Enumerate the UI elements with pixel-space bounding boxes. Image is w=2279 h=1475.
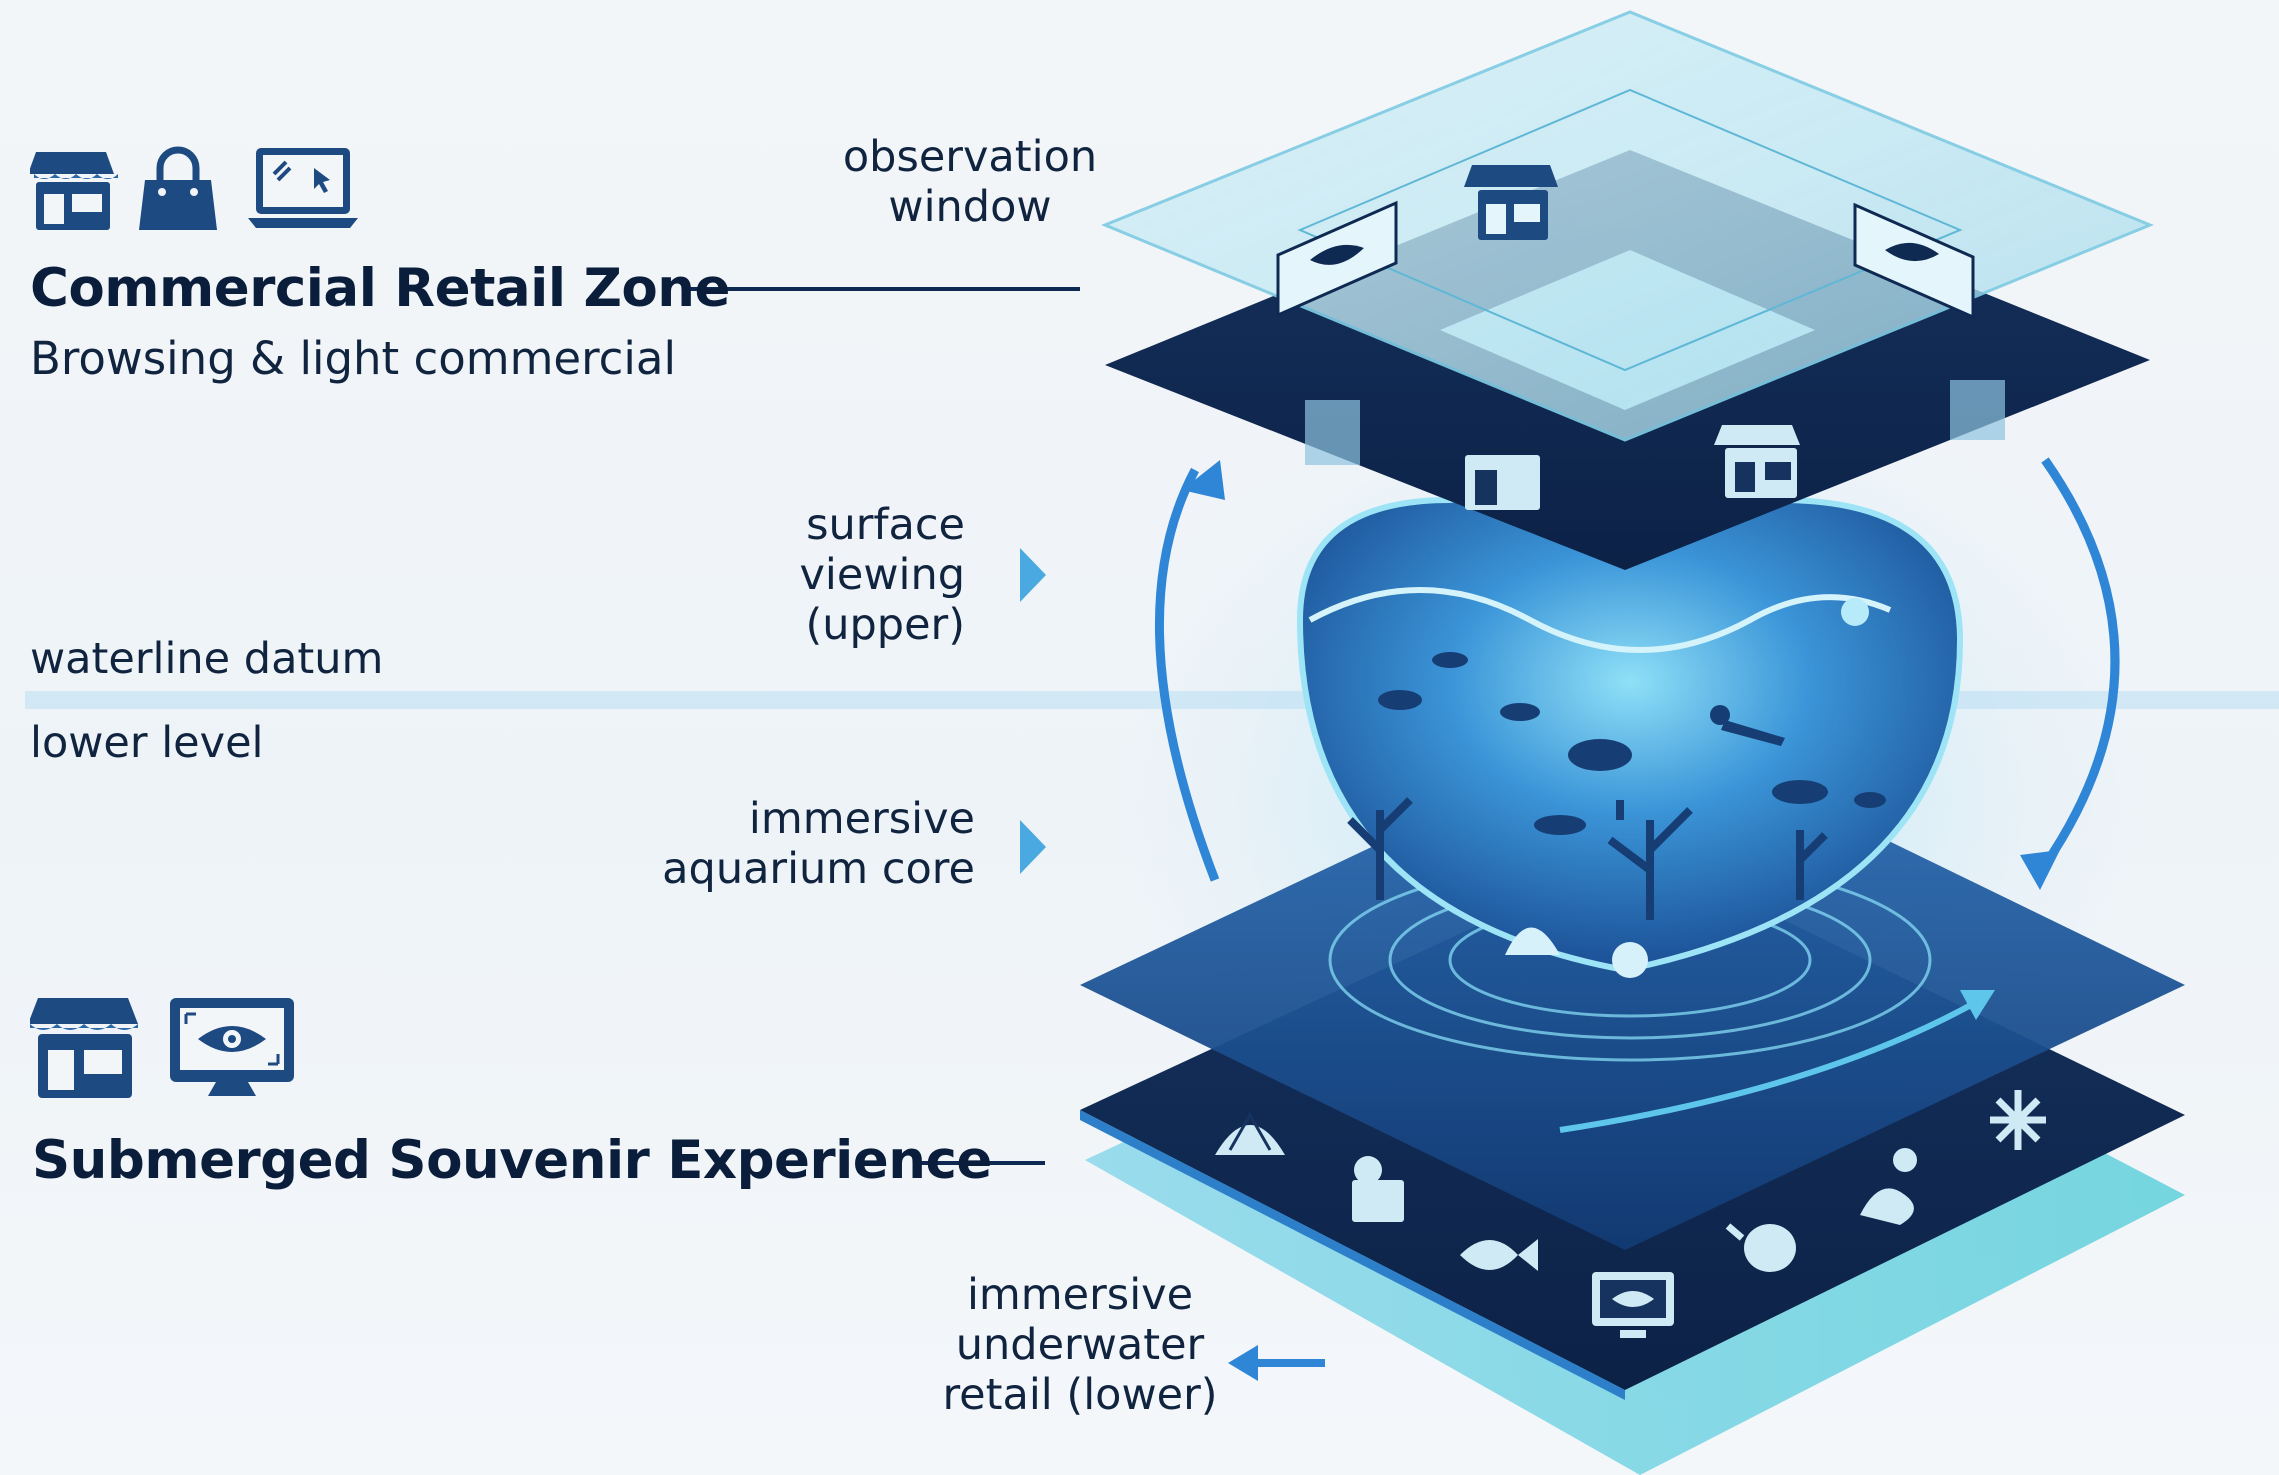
shopping-bag-icon <box>139 146 217 230</box>
aquarium-core-arrow <box>1020 820 1046 874</box>
surface-viewing-label: surface viewing (upper) <box>799 500 965 650</box>
lower-zone-icons <box>28 992 310 1104</box>
upper-zone-title: Commercial Retail Zone <box>30 258 730 319</box>
upper-zone-subtitle: Browsing & light commercial <box>30 332 676 385</box>
wave-figure-icon <box>1860 1148 1917 1225</box>
school-of-fish-icon <box>1378 652 1886 835</box>
flow-arrow-lower <box>1559 997 1982 1133</box>
monitor-eye-icon <box>1592 1272 1674 1338</box>
laptop-icon <box>248 148 358 228</box>
observation-glass-plate <box>1101 10 2154 442</box>
storefront-icon <box>28 152 118 230</box>
coral-icon <box>1990 1090 2046 1150</box>
flow-arrow-left <box>1154 467 1220 882</box>
surface-viewing-arrow <box>1020 548 1046 602</box>
storefront-icon <box>1714 425 1800 498</box>
underwater-retail-label: immersive underwater retail (lower) <box>942 1270 1218 1420</box>
panel-icon <box>1305 400 1360 465</box>
bowl-wave <box>1308 587 1892 653</box>
flow-arrow-lower-head <box>1960 990 1995 1020</box>
panel-icon <box>1950 380 2005 440</box>
flow-arrow-left-head <box>1182 460 1225 500</box>
aquarium-base-plate <box>1080 720 2185 1250</box>
lower-retail-plate-edge <box>1080 1110 1625 1400</box>
lower-zone-title: Submerged Souvenir Experience <box>32 1130 992 1191</box>
fish-icon <box>1460 1239 1538 1271</box>
upper-zone-icons <box>28 140 370 240</box>
storefront-icon <box>1464 165 1558 240</box>
eye-viewport-icon <box>1853 202 1975 320</box>
monitor-eye-icon <box>170 998 294 1096</box>
aquarium-core-label: immersive aquarium core <box>662 794 975 894</box>
gift-bag-icon <box>1352 1156 1404 1222</box>
observation-window-label: observation window <box>842 132 1098 232</box>
lower-level-label: lower level <box>30 718 264 768</box>
storefront-icon <box>28 998 138 1098</box>
storefront-icon <box>1465 455 1540 510</box>
diver-icon <box>1710 705 1785 746</box>
coral-reef-icon <box>1347 797 1828 920</box>
flow-arrow-right-head <box>2020 850 2060 890</box>
underwater-retail-arrow <box>1228 1345 1325 1381</box>
seashell-icon <box>1215 1111 1285 1155</box>
shell-icons <box>1505 927 1648 978</box>
flow-arrow-right <box>2041 457 2120 868</box>
teapot-icon <box>1725 1223 1796 1272</box>
waterline-datum-label: waterline datum <box>30 634 384 684</box>
glass-inner-frame <box>1297 88 1963 372</box>
eye-viewport-icon <box>1276 200 1398 318</box>
bubble <box>1841 598 1869 626</box>
